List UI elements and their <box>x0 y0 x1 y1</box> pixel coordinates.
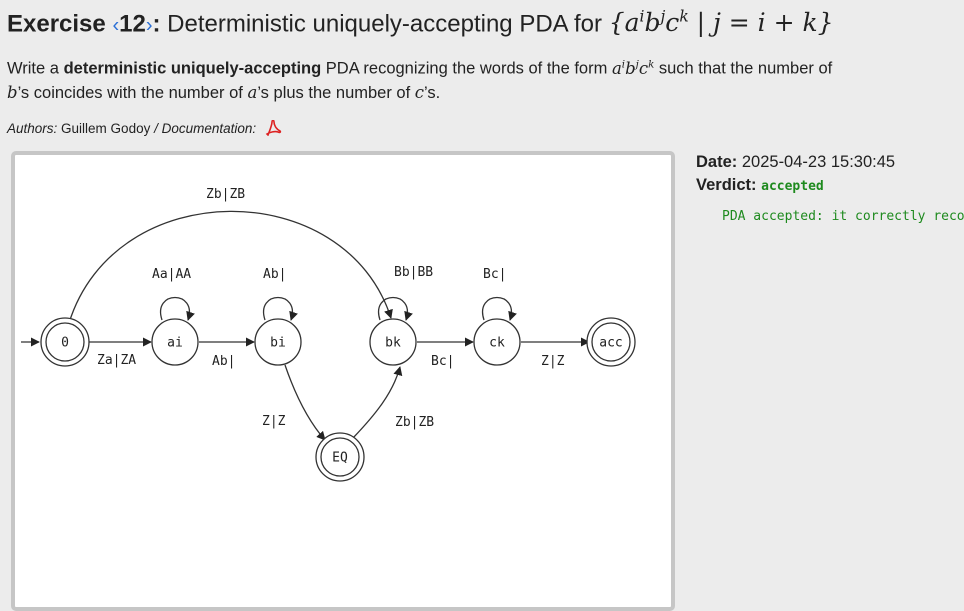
svg-text:ck: ck <box>489 336 505 351</box>
label-eq-bk: Zb|ZB <box>395 415 434 430</box>
label-0-ai: Za|ZA <box>97 353 136 368</box>
label-0-bk: Zb|ZB <box>206 187 245 202</box>
state-ck[interactable]: ck <box>473 318 521 366</box>
automaton-canvas[interactable]: 0 ai bi bk ck acc EQ Zb|ZB Za <box>11 151 675 611</box>
state-bi[interactable]: bi <box>254 318 302 366</box>
label-loop-bi: Ab| <box>263 267 286 282</box>
loop-ck <box>481 297 517 321</box>
label-bi-eq: Z|Z <box>262 414 286 429</box>
prev-exercise-link[interactable]: ‹ <box>112 14 120 37</box>
date-value: 2025-04-23 15:30:45 <box>741 153 896 171</box>
authors-label: Authors: <box>7 121 58 136</box>
submission-info: Date: 2025-04-23 15:30:45 Verdict: accep… <box>696 151 895 198</box>
svg-text:bk: bk <box>385 336 401 351</box>
state-acc[interactable]: acc <box>586 317 636 367</box>
exercise-word: Exercise <box>7 10 106 38</box>
authors-line: Authors: Guillem Godoy / Documentation: <box>7 119 282 139</box>
verdict-badge: accepted <box>761 179 824 194</box>
label-loop-ai: Aa|AA <box>152 267 191 282</box>
label-loop-bk: Bb|BB <box>394 265 433 280</box>
label-ck-acc: Z|Z <box>541 354 565 369</box>
loop-ai <box>159 297 195 321</box>
state-eq[interactable]: EQ <box>315 432 365 482</box>
label-loop-ck: Bc| <box>483 267 506 282</box>
svg-text:ai: ai <box>167 336 183 351</box>
next-exercise-link[interactable]: › <box>145 14 153 37</box>
svg-text:bi: bi <box>270 336 286 351</box>
state-0[interactable]: 0 <box>40 317 90 367</box>
state-ai[interactable]: ai <box>151 318 199 366</box>
title-separator: : <box>152 10 161 38</box>
svg-text:EQ: EQ <box>332 451 348 466</box>
exercise-number: 12 <box>119 10 146 38</box>
loop-bi <box>262 297 298 321</box>
verdict-row: Verdict: accepted <box>696 176 824 194</box>
label-ai-bi: Ab| <box>212 354 235 369</box>
documentation-label: / Documentation: <box>154 121 257 136</box>
word-form-formula: aibjck <box>611 58 655 78</box>
exercise-title: Deterministic uniquely-accepting PDA for <box>167 10 603 38</box>
edge-bi-eq <box>284 364 326 441</box>
automaton-diagram: 0 ai bi bk ck acc EQ Zb|ZB Za <box>21 187 636 482</box>
edge-0-bk <box>68 210 393 324</box>
pdf-icon[interactable] <box>264 119 282 139</box>
verdict-feedback: PDA accepted: it correctly recognizes th… <box>722 209 964 224</box>
state-bk[interactable]: bk <box>369 318 417 366</box>
svg-text:0: 0 <box>61 336 69 351</box>
label-bk-ck: Bc| <box>431 354 454 369</box>
language-formula: {aibjck | j = i + k} <box>608 8 834 38</box>
svg-text:acc: acc <box>599 336 622 351</box>
exercise-description: Write a deterministic uniquely-accepting… <box>7 58 833 102</box>
page-title: Exercise ‹12›: Deterministic uniquely-ac… <box>7 2 834 40</box>
loop-bk <box>377 297 413 321</box>
date-row: Date: 2025-04-23 15:30:45 <box>696 153 896 171</box>
author-name: Guillem Godoy <box>61 121 151 136</box>
edge-eq-bk <box>352 366 403 439</box>
